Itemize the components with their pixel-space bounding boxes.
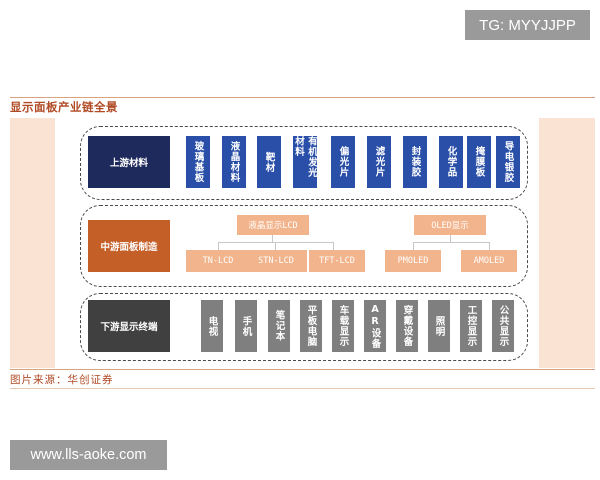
downstream-item: 穿戴设备 [396,300,418,352]
downstream-item: 手机 [235,300,257,352]
upstream-item: 液晶材料 [222,136,246,188]
lcd-category: 液晶显示LCD [237,215,309,235]
upstream-item: 导电银胶 [496,136,520,188]
upstream-label: 上游材料 [88,136,170,188]
downstream-item: AR设备 [364,300,386,352]
tft-lcd-box: TFT-LCD [309,250,365,272]
upstream-item: 靶材 [257,136,281,188]
connector [413,242,414,250]
connector [413,242,489,243]
downstream-item: 平板电脑 [300,300,322,352]
downstream-item: 工控显示 [460,300,482,352]
upstream-item: 掩膜板 [467,136,491,188]
downstream-label: 下游显示终端 [88,300,170,352]
source-note: 图片来源：华创证券 [10,374,114,386]
upstream-item: 偏光片 [331,136,355,188]
tn-lcd-box: TN-LCD [186,250,250,272]
connector [450,235,451,242]
upstream-item: 玻璃基板 [186,136,210,188]
upstream-item: 有机发光材料 [293,136,317,188]
downstream-item: 电视 [201,300,223,352]
upstream-item: 滤光片 [367,136,391,188]
figure-title: 显示面板产业链全景 [10,100,118,114]
connector [218,242,219,250]
connector [333,242,334,250]
downstream-item: 公共显示 [492,300,514,352]
connector [489,242,490,250]
source-rule [10,369,595,370]
pmoled-box: PMOLED [385,250,441,272]
upstream-item: 化学品 [439,136,463,188]
title-rule [10,97,595,98]
downstream-item: 笔记本 [268,300,290,352]
downstream-item: 照明 [428,300,450,352]
bottom-rule [10,388,595,389]
connector [272,235,273,242]
midstream-label: 中游面板制造 [88,220,170,272]
watermark-bottom: www.lls-aoke.com [10,440,167,470]
oled-category: OLED显示 [414,215,486,235]
connector [275,242,276,250]
stn-lcd-box: STN-LCD [245,250,307,272]
connector [218,242,334,243]
upstream-item: 封装胶 [403,136,427,188]
amoled-box: AMOLED [461,250,517,272]
watermark-top: TG: MYYJJPP [465,10,590,40]
downstream-item: 车载显示 [332,300,354,352]
